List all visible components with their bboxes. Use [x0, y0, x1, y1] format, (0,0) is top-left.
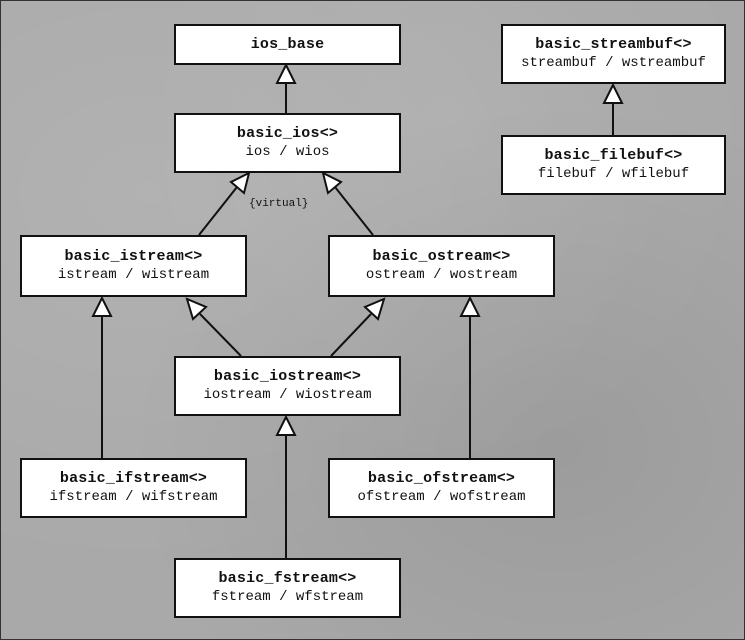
- class-box-basic-ofstream: basic_ofstream<> ofstream / wofstream: [328, 458, 555, 518]
- class-box-basic-istream: basic_istream<> istream / wistream: [20, 235, 247, 297]
- inheritance-arrowhead-icon: [91, 295, 113, 317]
- class-typedefs: iostream / wiostream: [203, 387, 372, 403]
- edge-basic-ostream-to-basic-ios: [321, 171, 374, 236]
- class-name: ios_base: [250, 35, 325, 53]
- class-box-basic-streambuf: basic_streambuf<> streambuf / wstreambuf: [501, 24, 726, 84]
- inheritance-arrowhead-icon: [275, 62, 297, 84]
- inheritance-arrowhead-icon: [459, 295, 481, 317]
- class-name: basic_filebuf<>: [544, 147, 683, 164]
- class-name: basic_ofstream<>: [367, 470, 516, 487]
- class-typedefs: istream / wistream: [57, 267, 210, 283]
- class-box-basic-filebuf: basic_filebuf<> filebuf / wfilebuf: [501, 135, 726, 195]
- class-typedefs: filebuf / wfilebuf: [537, 166, 690, 182]
- class-name: basic_fstream<>: [218, 570, 357, 587]
- class-typedefs: ofstream / wofstream: [357, 489, 526, 505]
- edge-basic-filebuf-to-basic-streambuf: [602, 82, 624, 135]
- class-box-basic-fstream: basic_fstream<> fstream / wfstream: [174, 558, 401, 618]
- class-name: basic_ios<>: [236, 125, 339, 142]
- virtual-inheritance-label: {virtual}: [249, 198, 309, 210]
- edge-basic-iostream-to-basic-ostream: [330, 297, 386, 357]
- edge-basic-ios-to-ios-base: [275, 62, 297, 113]
- inheritance-arrowhead-icon: [229, 171, 251, 195]
- class-name: basic_ostream<>: [372, 248, 511, 265]
- inheritance-arrowhead-icon: [363, 297, 386, 321]
- class-box-basic-ostream: basic_ostream<> ostream / wostream: [328, 235, 555, 297]
- class-typedefs: fstream / wfstream: [211, 589, 364, 605]
- edge-basic-ifstream-to-basic-istream: [91, 295, 113, 458]
- class-box-basic-ifstream: basic_ifstream<> ifstream / wifstream: [20, 458, 247, 518]
- class-typedefs: streambuf / wstreambuf: [521, 55, 706, 71]
- inheritance-arrowhead-icon: [321, 171, 343, 195]
- class-typedefs: ostream / wostream: [365, 267, 518, 283]
- edge-basic-ofstream-to-basic-ostream: [459, 295, 481, 458]
- inheritance-arrowhead-icon: [185, 297, 208, 321]
- class-typedefs: ifstream / wifstream: [49, 489, 218, 505]
- edge-basic-iostream-to-basic-istream: [185, 297, 242, 357]
- class-name: basic_ifstream<>: [59, 470, 208, 487]
- inheritance-arrowhead-icon: [275, 414, 297, 436]
- inheritance-arrowhead-icon: [602, 82, 624, 104]
- class-box-ios-base: ios_base: [174, 24, 401, 65]
- class-box-basic-iostream: basic_iostream<> iostream / wiostream: [174, 356, 401, 416]
- edge-basic-istream-to-basic-ios: [198, 171, 251, 236]
- class-name: basic_istream<>: [64, 248, 203, 265]
- class-box-basic-ios: basic_ios<> ios / wios: [174, 113, 401, 173]
- class-name: basic_streambuf<>: [535, 36, 692, 53]
- edge-basic-fstream-to-basic-iostream: [275, 414, 297, 558]
- class-name: basic_iostream<>: [213, 368, 362, 385]
- class-typedefs: ios / wios: [245, 144, 330, 160]
